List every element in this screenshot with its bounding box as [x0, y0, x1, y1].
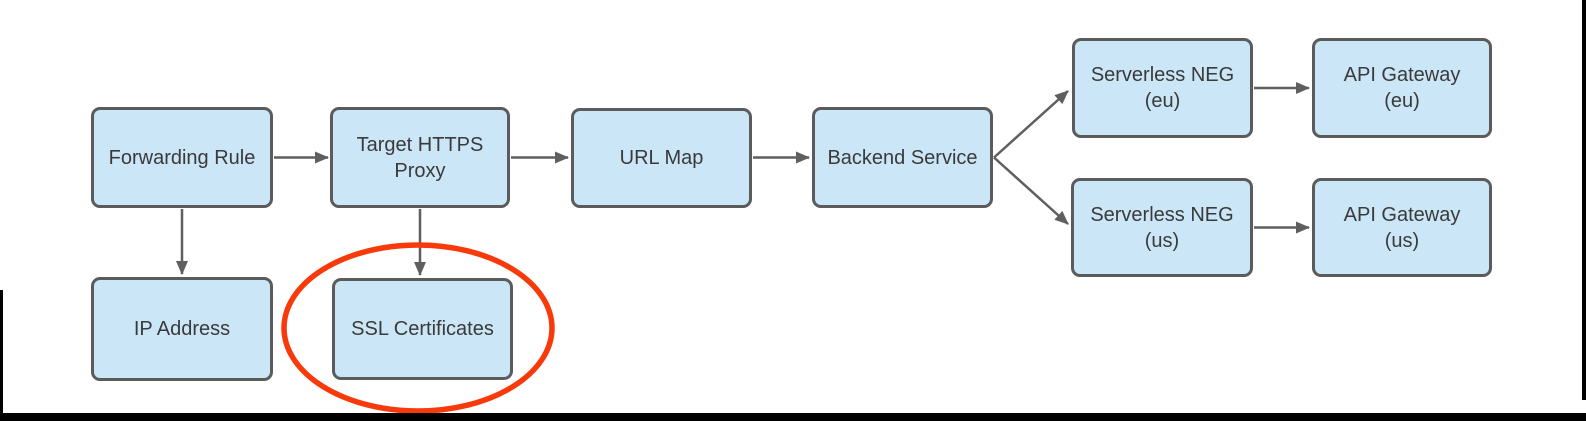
node-target-https-proxy: Target HTTPS Proxy	[330, 107, 510, 208]
node-forwarding-rule: Forwarding Rule	[91, 107, 273, 208]
frame-right-strip	[1582, 0, 1586, 400]
node-label: API Gateway (eu)	[1343, 64, 1461, 112]
node-ip-address: IP Address	[91, 277, 273, 381]
node-serverless-neg-eu: Serverless NEG (eu)	[1072, 38, 1253, 138]
node-url-map: URL Map	[571, 108, 752, 208]
arrow-backend-to-neg-eu	[993, 90, 1069, 159]
node-api-gateway-eu: API Gateway (eu)	[1312, 38, 1492, 138]
node-api-gateway-us: API Gateway (us)	[1312, 178, 1492, 277]
node-label: Backend Service	[827, 146, 978, 169]
frame-left-strip	[0, 290, 3, 421]
node-label: Forwarding Rule	[108, 146, 256, 169]
node-label: URL Map	[619, 147, 704, 169]
node-label: IP Address	[133, 318, 231, 340]
node-label: SSL Certificates	[351, 318, 494, 340]
node-label: API Gateway (us)	[1343, 203, 1461, 252]
arrow-backend-to-neg-us	[993, 156, 1069, 225]
frame-bottom-bar	[0, 413, 1586, 421]
node-label: Serverless NEG (us)	[1090, 203, 1234, 252]
node-label: Serverless NEG (eu)	[1090, 64, 1235, 112]
node-serverless-neg-us: Serverless NEG (us)	[1071, 178, 1253, 277]
node-ssl-certificates: SSL Certificates	[332, 278, 513, 380]
node-label: Target HTTPS Proxy	[356, 133, 484, 182]
node-backend-service: Backend Service	[812, 107, 993, 208]
